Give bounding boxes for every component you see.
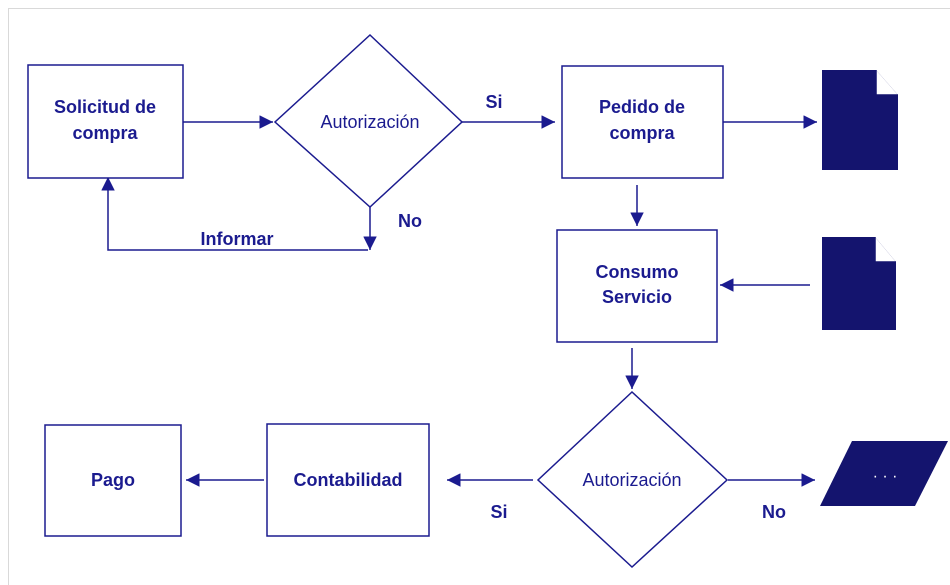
edge-label-si-top: Si bbox=[485, 92, 502, 112]
continuation-label: · · · bbox=[873, 468, 898, 485]
autorizacion-top-label: Autorización bbox=[320, 112, 419, 132]
edge-label-no-top: No bbox=[398, 211, 422, 231]
edge-label-si-bottom: Si bbox=[490, 502, 507, 522]
consumo-label-line2: Servicio bbox=[602, 287, 672, 307]
consumo-servicio-box bbox=[556, 229, 718, 343]
consumo-label-line1: Consumo bbox=[596, 262, 679, 282]
diagram-frame bbox=[8, 8, 950, 585]
solicitud-de-compra-box bbox=[27, 64, 184, 179]
document-icon bbox=[822, 70, 898, 170]
document-icon bbox=[822, 237, 896, 330]
pago-label: Pago bbox=[91, 470, 135, 490]
autorizacion-decision-bottom bbox=[536, 390, 729, 569]
arrow-informar-back bbox=[101, 177, 368, 251]
pago-box bbox=[44, 424, 182, 537]
solicitud-label-line1: Solicitud de bbox=[54, 97, 156, 117]
edge-label-informar: Informar bbox=[200, 229, 273, 249]
contabilidad-label: Contabilidad bbox=[294, 470, 403, 490]
continuation-parallelogram-icon bbox=[820, 441, 948, 506]
pedido-label-line1: Pedido de bbox=[599, 97, 685, 117]
autorizacion-bottom-label: Autorización bbox=[582, 470, 681, 490]
edge-label-no-bottom: No bbox=[762, 502, 786, 522]
contabilidad-box bbox=[266, 423, 430, 537]
autorizacion-decision-top bbox=[273, 33, 464, 209]
pedido-label-line2: compra bbox=[609, 123, 675, 143]
pedido-de-compra-box bbox=[561, 65, 724, 179]
solicitud-label-line2: compra bbox=[72, 123, 138, 143]
